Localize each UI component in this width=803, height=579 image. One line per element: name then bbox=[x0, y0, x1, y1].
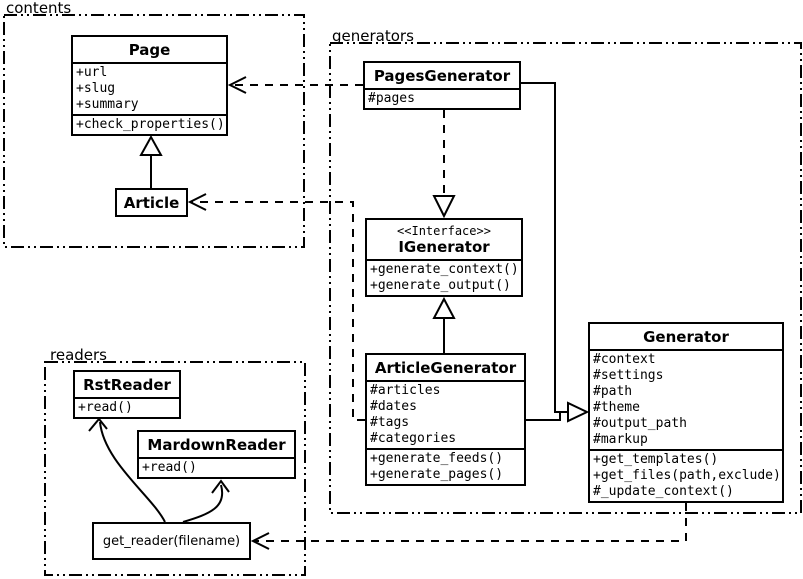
package-label-contents: contents bbox=[6, 0, 72, 17]
class-attribute: +slug bbox=[76, 81, 116, 96]
generator-to-getreader-dashed bbox=[255, 503, 687, 542]
class-title-article: Article bbox=[123, 193, 180, 212]
class-method: #_update_context() bbox=[593, 484, 734, 499]
class-attribute: #articles bbox=[370, 383, 441, 398]
open-arrowhead-getreader bbox=[250, 532, 270, 550]
class-attribute: #pages bbox=[368, 91, 415, 106]
class-method: +generate_context() bbox=[370, 262, 519, 277]
class-attribute: #markup bbox=[593, 432, 648, 447]
class-attribute: #categories bbox=[370, 431, 457, 446]
generator-methods-section: +get_templates() +get_files(path,exclude… bbox=[590, 449, 782, 501]
mardownreader-methods-section: +read() bbox=[139, 457, 294, 477]
page-attributes-section: +url +slug +summary bbox=[73, 62, 226, 114]
getreader-to-rstreader-curve bbox=[99, 421, 166, 523]
class-title-mardownreader: MardownReader bbox=[147, 435, 286, 454]
class-method: +generate_output() bbox=[370, 278, 511, 293]
rstreader-methods-section: +read() bbox=[75, 397, 179, 417]
open-arrowhead-rstreader bbox=[88, 417, 108, 432]
class-attribute: +url bbox=[76, 65, 108, 80]
class-attribute: #dates bbox=[370, 399, 417, 414]
class-method: +read() bbox=[142, 460, 197, 475]
realization-triangle-igenerator-top bbox=[432, 195, 456, 219]
class-attribute: #output_path bbox=[593, 416, 687, 431]
class-method: +check_properties() bbox=[76, 117, 225, 132]
class-attribute: #settings bbox=[593, 368, 664, 383]
class-method: +generate_pages() bbox=[370, 467, 504, 482]
generators-package-border bbox=[329, 42, 802, 514]
class-attribute: #context bbox=[593, 352, 656, 367]
generator-attributes-section: #context #settings #path #theme #output_… bbox=[590, 349, 782, 449]
class-method: +get_files(path,exclude) bbox=[593, 468, 781, 483]
class-box-page: Page +url +slug +summary +check_properti… bbox=[71, 35, 228, 136]
class-box-article: Article bbox=[115, 188, 188, 217]
class-attribute: +summary bbox=[76, 97, 139, 112]
class-box-pagesgenerator: PagesGenerator #pages bbox=[363, 61, 521, 110]
contents-package-border bbox=[3, 14, 305, 248]
class-method: +generate_feeds() bbox=[370, 451, 504, 466]
class-box-rstreader: RstReader +read() bbox=[73, 370, 181, 419]
open-arrowhead-article bbox=[187, 193, 207, 211]
package-label-generators: generators bbox=[332, 27, 414, 45]
pagesgenerator-attributes-section: #pages bbox=[365, 88, 519, 108]
interface-stereotype: <<Interface>> bbox=[397, 223, 491, 238]
igenerator-methods-section: +generate_context() +generate_output() bbox=[367, 259, 521, 295]
class-box-igenerator: <<Interface>> IGenerator +generate_conte… bbox=[365, 218, 523, 297]
class-title-rstreader: RstReader bbox=[83, 375, 171, 394]
class-title-page: Page bbox=[128, 40, 171, 59]
package-label-readers: readers bbox=[50, 346, 107, 364]
readers-package-border bbox=[44, 361, 306, 576]
class-method: +get_templates() bbox=[593, 452, 719, 467]
function-box-get-reader: get_reader(filename) bbox=[92, 522, 251, 560]
getreader-to-mardownreader-curve bbox=[182, 484, 224, 523]
articlegenerator-methods-section: +generate_feeds() +generate_pages() bbox=[367, 448, 524, 484]
inheritance-triangle-generator bbox=[567, 401, 590, 423]
inheritance-triangle-page bbox=[139, 134, 163, 156]
class-attribute: #tags bbox=[370, 415, 410, 430]
articlegenerator-attributes-section: #articles #dates #tags #categories bbox=[367, 380, 524, 448]
class-box-mardownreader: MardownReader +read() bbox=[137, 430, 296, 479]
class-title-igenerator-name: IGenerator bbox=[398, 237, 490, 256]
pagesgenerator-to-generator-line bbox=[521, 82, 568, 413]
get-reader-label: get_reader(filename) bbox=[102, 533, 241, 549]
class-title-igenerator: <<Interface>> IGenerator bbox=[367, 220, 521, 259]
inheritance-triangle-igenerator-bottom bbox=[432, 296, 456, 319]
page-methods-section: +check_properties() bbox=[73, 114, 226, 134]
class-title-pagesgenerator: PagesGenerator bbox=[373, 66, 511, 85]
class-method: +read() bbox=[78, 400, 133, 415]
class-box-generator: Generator #context #settings #path #them… bbox=[588, 322, 784, 503]
open-arrowhead-page bbox=[227, 76, 247, 94]
class-title-articlegenerator: ArticleGenerator bbox=[374, 358, 517, 377]
class-title-generator: Generator bbox=[643, 327, 729, 346]
class-box-articlegenerator: ArticleGenerator #articles #dates #tags … bbox=[365, 353, 526, 486]
class-attribute: #path bbox=[593, 384, 633, 399]
open-arrowhead-mardownreader bbox=[211, 479, 230, 494]
class-attribute: #theme bbox=[593, 400, 640, 415]
articlegenerator-to-generator-line bbox=[526, 412, 561, 421]
articlegenerator-to-article-dashed bbox=[192, 201, 365, 421]
